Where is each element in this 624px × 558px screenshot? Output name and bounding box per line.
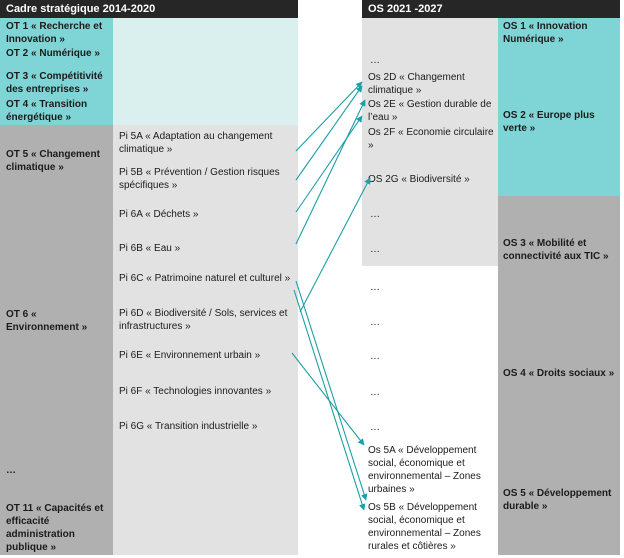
- os-ellipsis-4: …: [370, 317, 380, 328]
- ot6-label: OT 6 « Environnement »: [6, 309, 88, 333]
- pi6b-label: Pi 6B « Eau »: [119, 243, 181, 254]
- ot-teal-block: [0, 18, 113, 125]
- pi5b-label: Pi 5B « Prévention / Gestion risques spé…: [119, 167, 280, 191]
- os5-label: OS 5 « Développement durable »: [503, 488, 612, 512]
- os4-label: OS 4 « Droits sociaux »: [503, 368, 615, 379]
- arrow-pi6a-os2f: [295, 115, 363, 213]
- os5b-label: Os 5B « Développement social, économique…: [368, 502, 481, 552]
- os2-label: OS 2 « Europe plus verte »: [503, 110, 595, 134]
- ot1-label: OT 1 « Recherche et Innovation »: [6, 21, 103, 45]
- arrow-pi5b-os2d: [295, 85, 363, 181]
- os-ellipsis-1: …: [370, 209, 380, 220]
- pi6a-label: Pi 6A « Déchets »: [119, 209, 199, 220]
- ot5-label: OT 5 « Changement climatique »: [6, 149, 100, 173]
- arrow-pi6e-os5a: [291, 352, 365, 446]
- os2g-label: OS 2G « Biodiversité »: [368, 174, 470, 185]
- pi-light-gray-block: [113, 125, 298, 555]
- pi6e-label: Pi 6E « Environnement urbain »: [119, 350, 261, 361]
- os-specific-gray-block: [362, 18, 498, 266]
- arrow-pi5a-os2d: [295, 81, 363, 152]
- os2e-label: Os 2E « Gestion durable de l’eau »: [368, 99, 492, 123]
- os2d-label: Os 2D « Changement climatique »: [368, 72, 465, 96]
- pi6c-label: Pi 6C « Patrimoine naturel et culturel »: [119, 273, 291, 284]
- os-ellipsis-7: …: [370, 422, 380, 433]
- ot4-label: OT 4 « Transition énergétique »: [6, 99, 88, 123]
- pi6g-label: Pi 6G « Transition industrielle »: [119, 421, 258, 432]
- right-header: OS 2021 -2027: [362, 0, 620, 18]
- ot11-label: OT 11 « Capacités et efficacité administ…: [6, 503, 104, 553]
- pi6f-label: Pi 6F « Technologies innovantes »: [119, 386, 272, 397]
- os2f-label: Os 2F « Economie circulaire »: [368, 127, 494, 151]
- ot-ellipsis: …: [6, 465, 16, 476]
- os1-label: OS 1 « Innovation Numérique »: [503, 21, 588, 45]
- os5a-label: Os 5A « Développement social, économique…: [368, 445, 481, 495]
- ot2-label: OT 2 « Numérique »: [6, 48, 100, 59]
- os-ellipsis-6: …: [370, 387, 380, 398]
- left-header: Cadre stratégique 2014-2020: [0, 0, 298, 18]
- pi-light-teal-block: [113, 18, 298, 125]
- os3-label: OS 3 « Mobilité et connectivité aux TIC …: [503, 238, 609, 262]
- os-ellipsis-2: …: [370, 244, 380, 255]
- os-ellipsis-3: …: [370, 282, 380, 293]
- arrow-pi6d-os2g: [299, 177, 371, 313]
- os-ellipsis-5: …: [370, 351, 380, 362]
- ot3-label: OT 3 « Compétitivité des entreprises »: [6, 71, 103, 95]
- pi6d-label: Pi 6D « Biodiversité / Sols, services et…: [119, 308, 288, 332]
- os-ellipsis-0: …: [370, 55, 380, 66]
- os-policy-gray-block: [498, 196, 620, 555]
- ot-gray-block: [0, 125, 113, 555]
- arrow-pi6b-os2e: [295, 99, 366, 245]
- os-policy-teal-block: [498, 18, 620, 196]
- arrow-pi6c-os5b: [295, 280, 368, 501]
- pi5a-label: Pi 5A « Adaptation au changement climati…: [119, 131, 273, 155]
